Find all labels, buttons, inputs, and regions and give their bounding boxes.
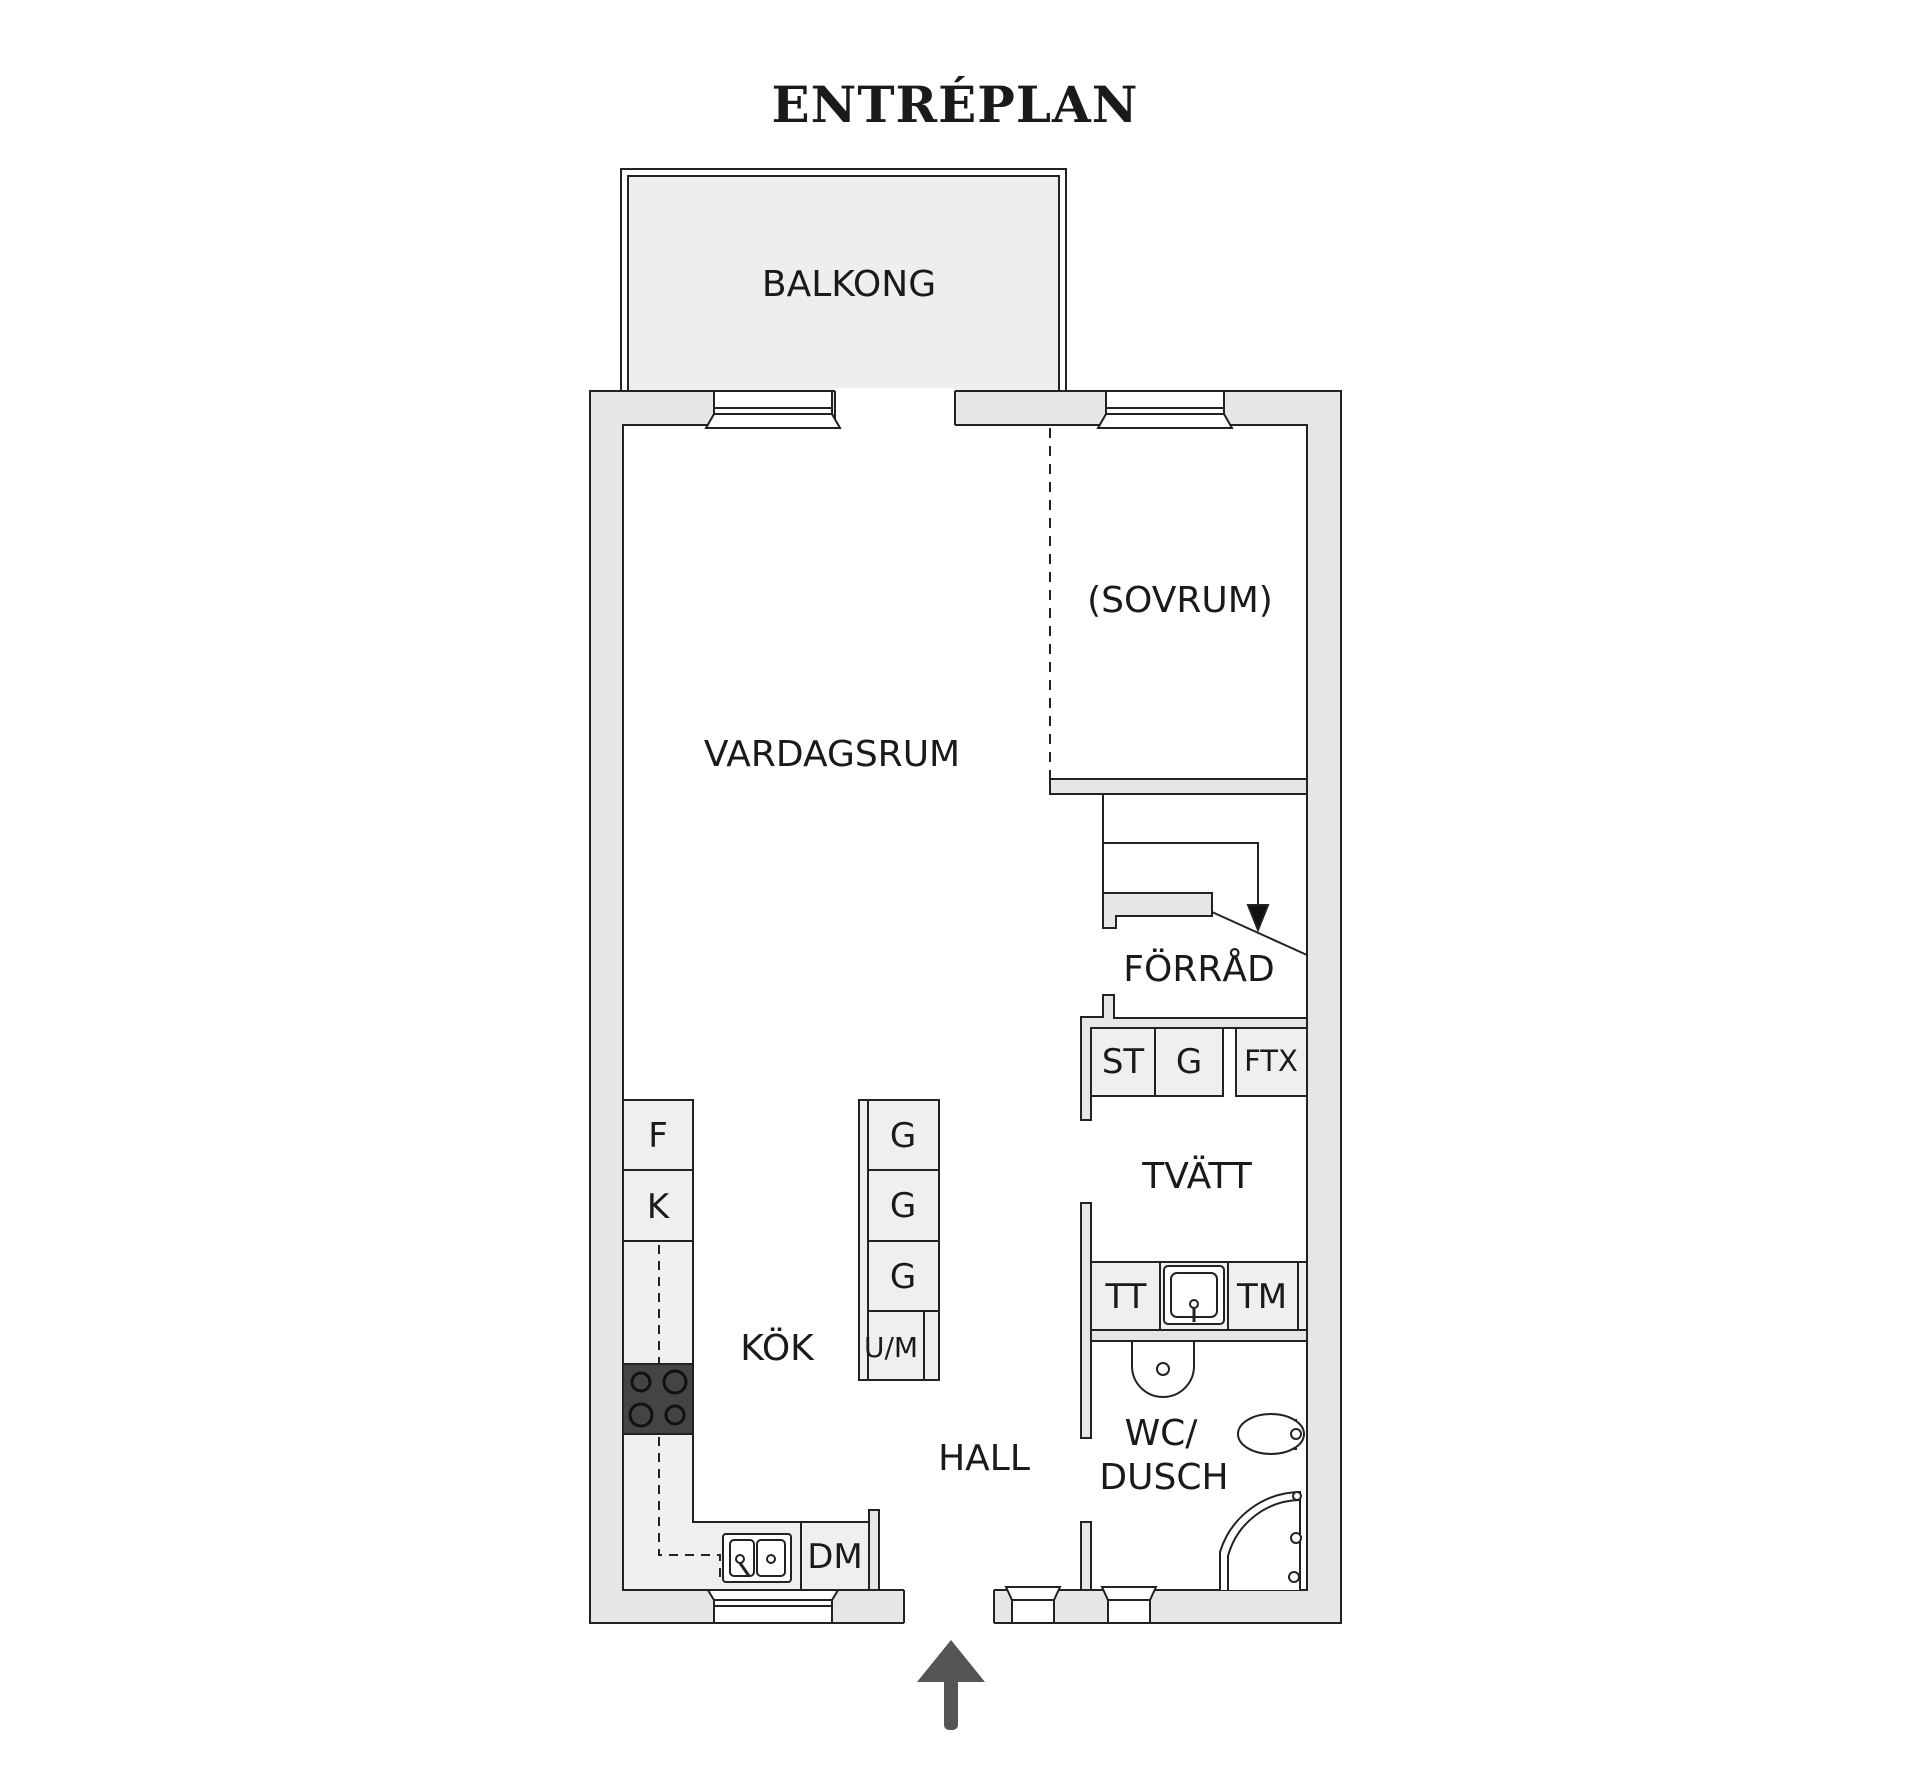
window-bottom-kitchen bbox=[704, 1586, 842, 1624]
laundry-cabinets: ST G FTX bbox=[1090, 1027, 1308, 1097]
room-label-balkong: BALKONG bbox=[762, 264, 936, 305]
room-label-vardagsrum: VARDAGSRUM bbox=[704, 734, 960, 775]
washbasin-icon bbox=[1131, 1340, 1195, 1398]
kitchen-sink-icon bbox=[722, 1533, 792, 1583]
staircase bbox=[1102, 794, 1308, 956]
cabinet-g-label: G bbox=[1176, 1042, 1202, 1082]
windows bbox=[704, 390, 1234, 1624]
balcony bbox=[620, 168, 1067, 392]
window-top-left bbox=[704, 390, 842, 429]
island-cabinet-2-label: G bbox=[890, 1186, 916, 1226]
oven-micro-label: U/M bbox=[864, 1331, 918, 1364]
washing-machine-label: TM bbox=[1236, 1277, 1287, 1317]
toilet-icon bbox=[1237, 1413, 1305, 1455]
island-cabinet-1-label: G bbox=[890, 1116, 916, 1156]
room-label-wc-line2: DUSCH bbox=[1099, 1457, 1228, 1498]
stove-icon bbox=[622, 1363, 694, 1435]
island-cabinet-3-label: G bbox=[890, 1257, 916, 1297]
laundry-counter: TT TM bbox=[1090, 1261, 1308, 1331]
window-bottom-hall bbox=[1004, 1586, 1062, 1624]
freezer-label: K bbox=[647, 1187, 671, 1227]
fridge-label: F bbox=[648, 1116, 668, 1156]
room-label-wc-line1: WC/ bbox=[1125, 1413, 1199, 1454]
room-label-hall: HALL bbox=[938, 1438, 1030, 1479]
page-title: ENTRÉPLAN bbox=[772, 75, 1139, 134]
sovrum-divider bbox=[1049, 428, 1308, 795]
kitchen-island: G G G U/M bbox=[858, 1099, 940, 1381]
bathroom-fixtures bbox=[1131, 1340, 1305, 1590]
room-label-kok: KÖK bbox=[740, 1327, 815, 1369]
cabinet-ftx-label: FTX bbox=[1244, 1044, 1298, 1078]
room-label-forrad: FÖRRÅD bbox=[1123, 947, 1274, 990]
kitchen-counter: F K DM bbox=[622, 1099, 870, 1591]
entrance-arrow-icon bbox=[917, 1640, 985, 1730]
room-label-tvatt: TVÄTT bbox=[1141, 1155, 1253, 1197]
room-label-sovrum: (SOVRUM) bbox=[1087, 580, 1273, 621]
cabinet-st-label: ST bbox=[1102, 1042, 1145, 1082]
stairs-down-arrow-icon bbox=[1246, 904, 1270, 933]
room-labels: BALKONG (SOVRUM) VARDAGSRUM FÖRRÅD TVÄTT… bbox=[704, 264, 1275, 1498]
dishwasher-label: DM bbox=[807, 1537, 863, 1577]
tumble-dryer-label: TT bbox=[1105, 1277, 1147, 1317]
window-top-right bbox=[1096, 390, 1234, 429]
laundry-sink-icon bbox=[1163, 1265, 1225, 1325]
window-bottom-wc bbox=[1100, 1586, 1158, 1624]
interior-walls bbox=[868, 994, 1308, 1591]
shower-icon bbox=[1219, 1490, 1302, 1590]
